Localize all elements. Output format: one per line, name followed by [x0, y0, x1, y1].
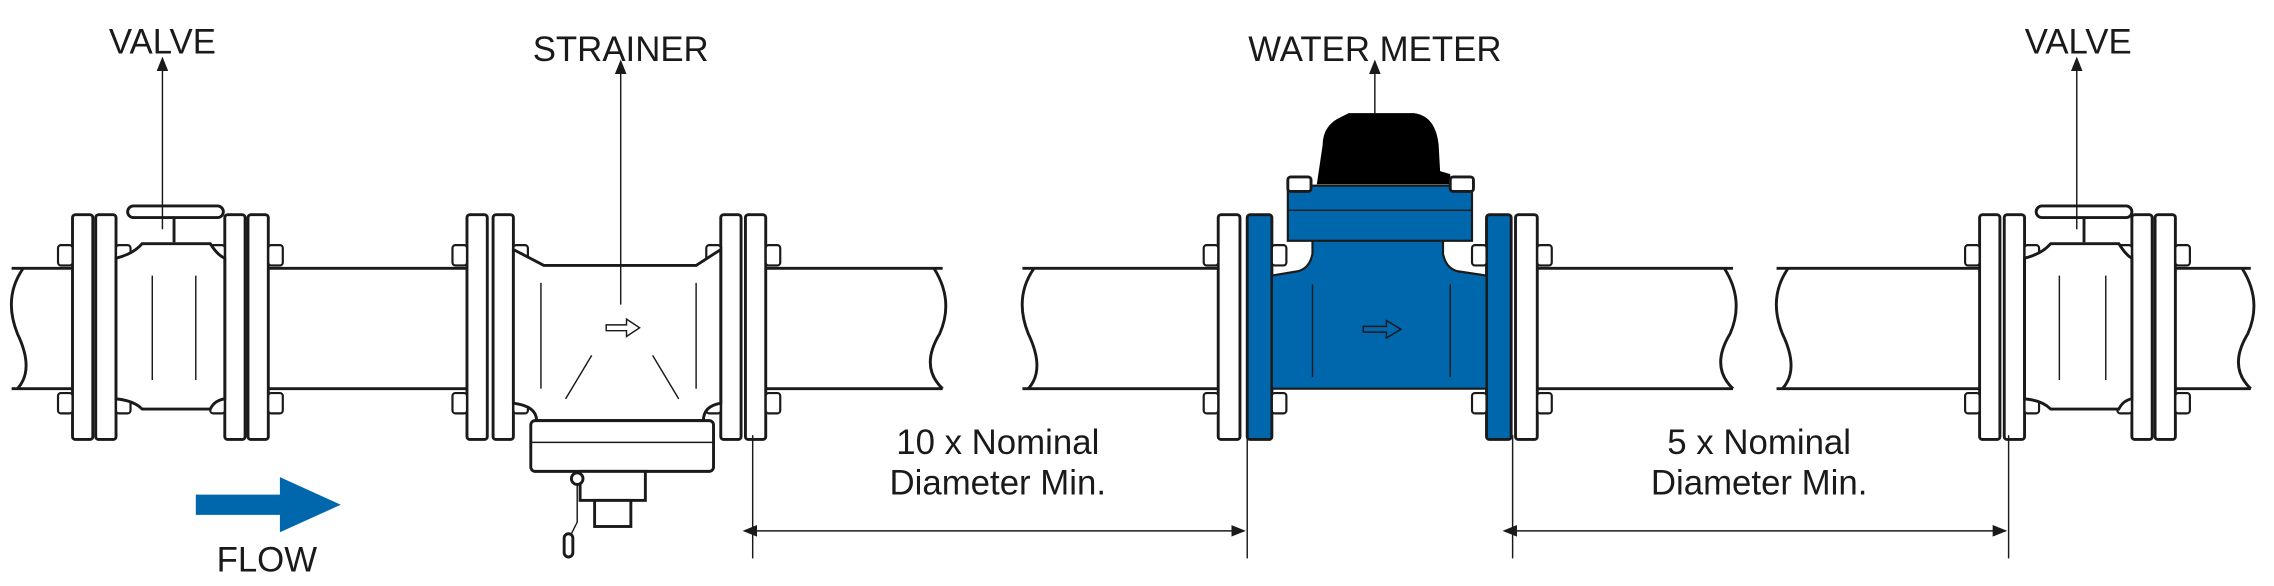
pipe-segments [9, 266, 2256, 391]
bolt-icon [1536, 391, 1553, 415]
bolt-icon [1470, 391, 1488, 415]
valve-left [114, 204, 227, 411]
water-meter [1270, 113, 1488, 390]
pipe [1537, 266, 1738, 391]
bolt-icon [1270, 244, 1288, 267]
bolt-icon [2174, 244, 2191, 267]
flange [2002, 213, 2027, 441]
upstream-dimension: 10 x Nominal Diameter Min. [742, 423, 1248, 559]
flange [71, 213, 95, 441]
downstream-dimension-line2: Diameter Min. [1651, 464, 1868, 503]
upstream-dimension-line1: 10 x Nominal [896, 423, 1099, 462]
meter-flange [1245, 213, 1274, 441]
pipe [1020, 266, 1219, 391]
bolt-icon [764, 391, 782, 415]
strainer [511, 246, 723, 559]
strainer-label: STRAINER [533, 30, 709, 69]
bolt-icon [267, 391, 284, 415]
flange [94, 213, 118, 441]
downstream-dimension: 5 x Nominal Diameter Min. [1502, 423, 2010, 559]
flange [2153, 213, 2177, 441]
flange [491, 213, 515, 441]
flange [1514, 213, 1539, 441]
flange [1978, 213, 2002, 441]
flange [743, 213, 768, 441]
flange [465, 213, 489, 441]
bolt-icon [1270, 391, 1288, 415]
bolt-icon [1964, 391, 1981, 415]
valve-right-label: VALVE [2025, 23, 2132, 62]
bolt-icon [1202, 391, 1220, 415]
flange [2130, 213, 2154, 441]
bolt-icon [764, 244, 782, 267]
pipe [2175, 266, 2256, 391]
strainer-direction-arrow [605, 317, 641, 338]
bolt-icon [56, 391, 74, 415]
meter-direction-arrow [1362, 319, 1403, 340]
upstream-dimension-line2: Diameter Min. [889, 464, 1106, 503]
flow-arrow-icon [195, 477, 341, 533]
downstream-dimension-line1: 5 x Nominal [1667, 423, 1851, 462]
pipe [1774, 266, 1980, 391]
bolt-icon [451, 391, 469, 415]
bolt-icon [56, 244, 74, 267]
flange [1216, 213, 1242, 441]
flange [246, 213, 270, 441]
bolt-icon [2174, 391, 2191, 415]
valve-left-label: VALVE [109, 23, 216, 62]
bolt-icon [451, 244, 469, 267]
bolt-icon [267, 244, 284, 267]
pipe [765, 266, 948, 391]
register-head [1316, 113, 1451, 185]
fittings [56, 213, 2191, 441]
bolt-icon [1470, 244, 1488, 267]
meter-flange [1485, 213, 1513, 441]
bolt-icon [1202, 244, 1220, 267]
water-meter-label: WATER METER [1248, 30, 1501, 69]
bolt-icon [1964, 244, 1981, 267]
flange [223, 213, 247, 441]
flange [719, 213, 743, 441]
valve-right [2023, 204, 2134, 411]
bolt-icon [1536, 244, 1553, 267]
pipe [9, 266, 73, 391]
pipe [268, 266, 467, 391]
flow-label: FLOW [217, 540, 318, 579]
